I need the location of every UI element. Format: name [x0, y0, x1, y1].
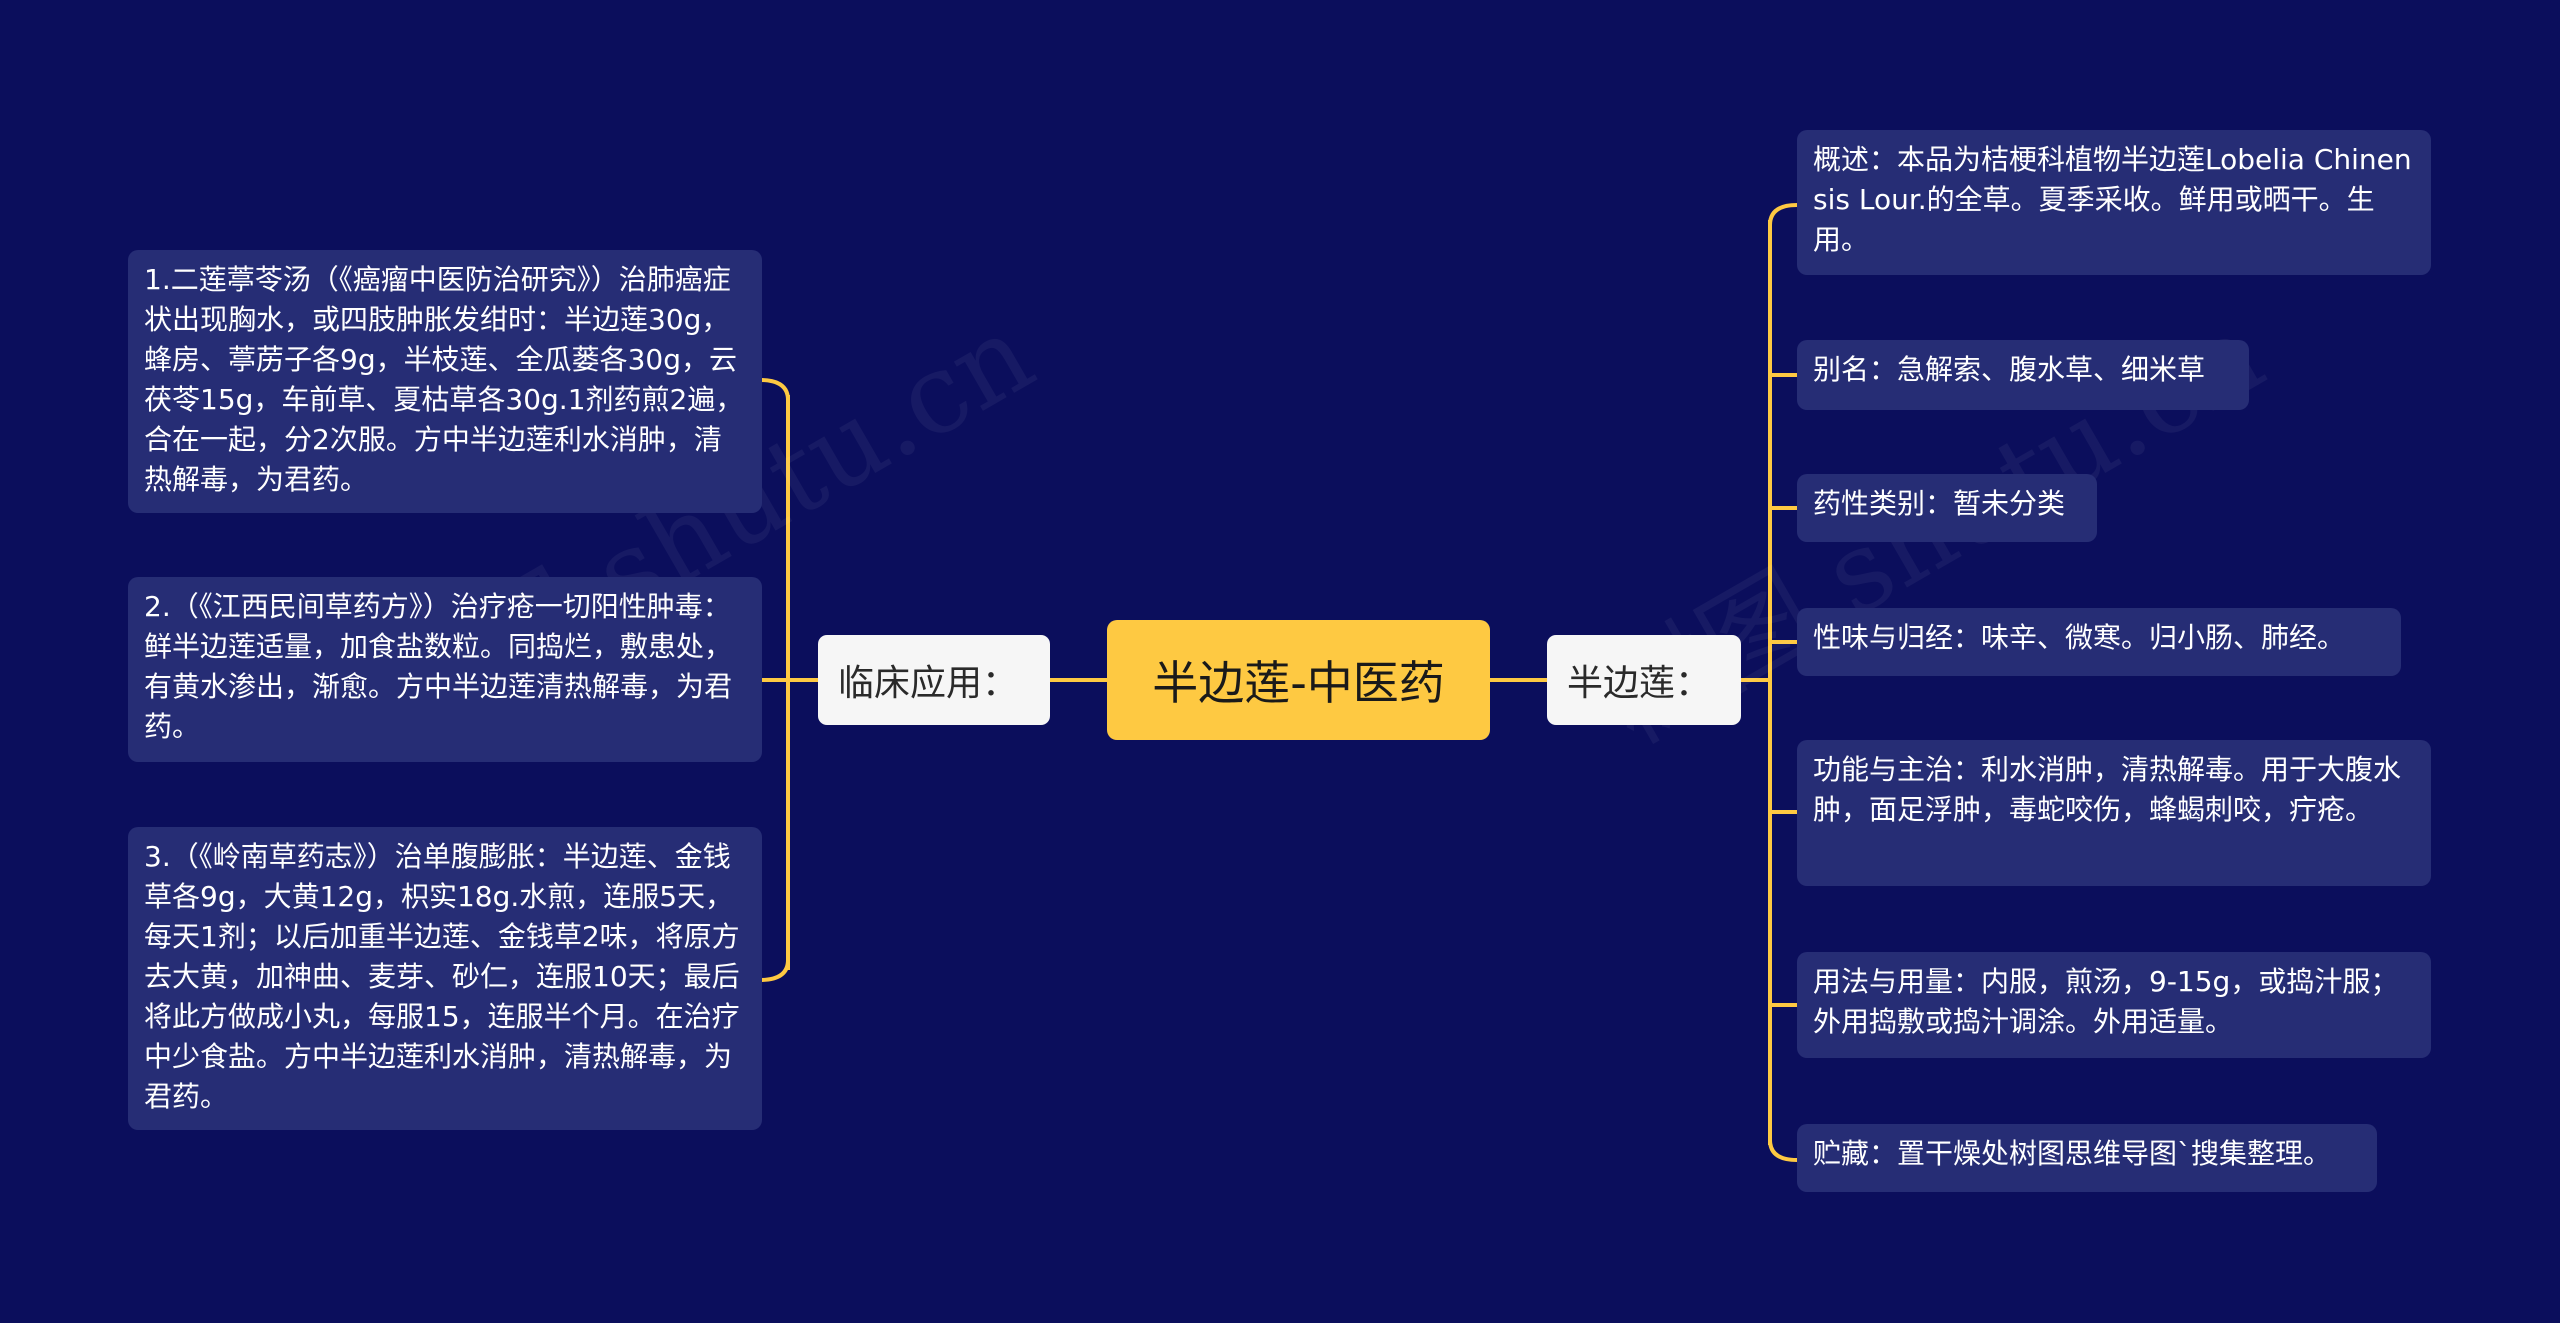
connector-left-leaf-1	[759, 378, 790, 401]
connector-right-trunk	[1741, 220, 1772, 1145]
leaf-nature-meridian[interactable]: 性味与归经：味辛、微寒。归小肠、肺经。	[1797, 608, 2401, 676]
leaf-function[interactable]: 功能与主治：利水消肿，清热解毒。用于大腹水肿，面足浮肿，毒蛇咬伤，蜂蝎刺咬，疔疮…	[1797, 740, 2431, 886]
branch-node-clinical-use[interactable]: 临床应用：	[818, 635, 1050, 725]
leaf-clinical-1[interactable]: 1.二莲葶苓汤（《癌瘤中医防治研究》）治肺癌症状出现胸水，或四肢肿胀发绀时：半边…	[128, 250, 762, 513]
center-node[interactable]: 半边莲-中医药	[1107, 620, 1490, 740]
leaf-storage[interactable]: 贮藏：置干燥处树图思维导图`搜集整理。	[1797, 1124, 2377, 1192]
leaf-clinical-2[interactable]: 2.（《江西民间草药方》）治疗疮一切阳性肿毒：鲜半边莲适量，加食盐数粒。同捣烂，…	[128, 577, 762, 762]
leaf-category[interactable]: 药性类别：暂未分类	[1797, 474, 2097, 542]
leaf-aliases[interactable]: 别名：急解索、腹水草、细米草	[1797, 340, 2249, 410]
connector-right-leaf-7	[1768, 1139, 1798, 1162]
leaf-overview[interactable]: 概述：本品为桔梗科植物半边莲Lobelia Chinensis Lour.的全草…	[1797, 130, 2431, 275]
leaf-clinical-3[interactable]: 3.（《岭南草药志》）治单腹膨胀：半边莲、金钱草各9g，大黄12g，枳实18g.…	[128, 827, 762, 1130]
leaf-usage-dosage[interactable]: 用法与用量：内服，煎汤，9-15g，或捣汁服；外用捣敷或捣汁调涂。外用适量。	[1797, 952, 2431, 1058]
connector-right-leaf-1	[1768, 203, 1798, 226]
connector-left-trunk	[786, 395, 818, 970]
connector-left-leaf-3	[759, 959, 790, 982]
branch-node-herb-info[interactable]: 半边莲：	[1547, 635, 1741, 725]
